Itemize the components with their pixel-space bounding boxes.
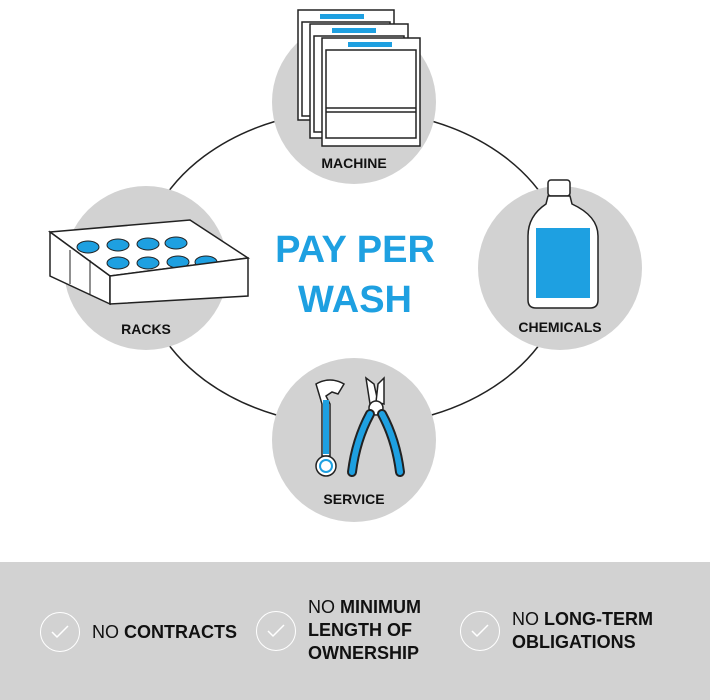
benefit-emphasis: MINIMUM	[340, 597, 421, 617]
benefit-no-minimum-ownership: NO MINIMUM LENGTH OF OWNERSHIP	[256, 596, 421, 665]
benefit-prefix: NO	[92, 621, 119, 642]
benefit-emphasis-line: LENGTH OF	[308, 620, 412, 640]
check-icon	[51, 625, 69, 639]
benefit-emphasis-line: OWNERSHIP	[308, 643, 420, 663]
benefit-emphasis: CONTRACTS	[124, 621, 238, 642]
title-line-1: PAY PER	[275, 229, 435, 271]
service-label: SERVICE	[323, 491, 384, 507]
benefit-emphasis-line: OBLIGATIONS	[512, 632, 636, 652]
chemicals-label: CHEMICALS	[518, 319, 601, 335]
check-circle	[460, 611, 500, 651]
benefit-prefix: NO	[308, 597, 335, 617]
machine-label: MACHINE	[321, 155, 386, 171]
racks-label: RACKS	[121, 321, 171, 337]
benefit-prefix: NO	[512, 609, 539, 629]
pay-per-wash-diagram: MACHINE CHEMICALS SERVICE RACKS PAY PER …	[47, 9, 642, 522]
detergent-bottle-icon	[527, 179, 599, 309]
benefit-no-long-term-obligations: NO LONG-TERM OBLIGATIONS	[460, 608, 653, 654]
check-circle	[40, 612, 80, 652]
benefit-emphasis: LONG-TERM	[544, 609, 653, 629]
dishwasher-icon	[297, 9, 421, 147]
dish-rack-icon	[47, 219, 251, 306]
check-circle	[256, 610, 296, 651]
benefit-text: NO LONG-TERM OBLIGATIONS	[512, 608, 653, 654]
benefit-text: NO MINIMUM LENGTH OF OWNERSHIP	[308, 596, 421, 665]
title-line-2: WASH	[298, 279, 412, 321]
benefit-no-contracts: NO CONTRACTS	[40, 612, 237, 652]
benefits-band: NO CONTRACTS NO MINIMUM LENGTH OF OWNERS…	[0, 562, 710, 700]
check-icon	[471, 624, 489, 638]
wrench-icon	[315, 379, 346, 477]
pliers-icon	[347, 376, 405, 477]
benefit-text: NO CONTRACTS	[92, 621, 237, 644]
check-icon	[267, 623, 285, 637]
